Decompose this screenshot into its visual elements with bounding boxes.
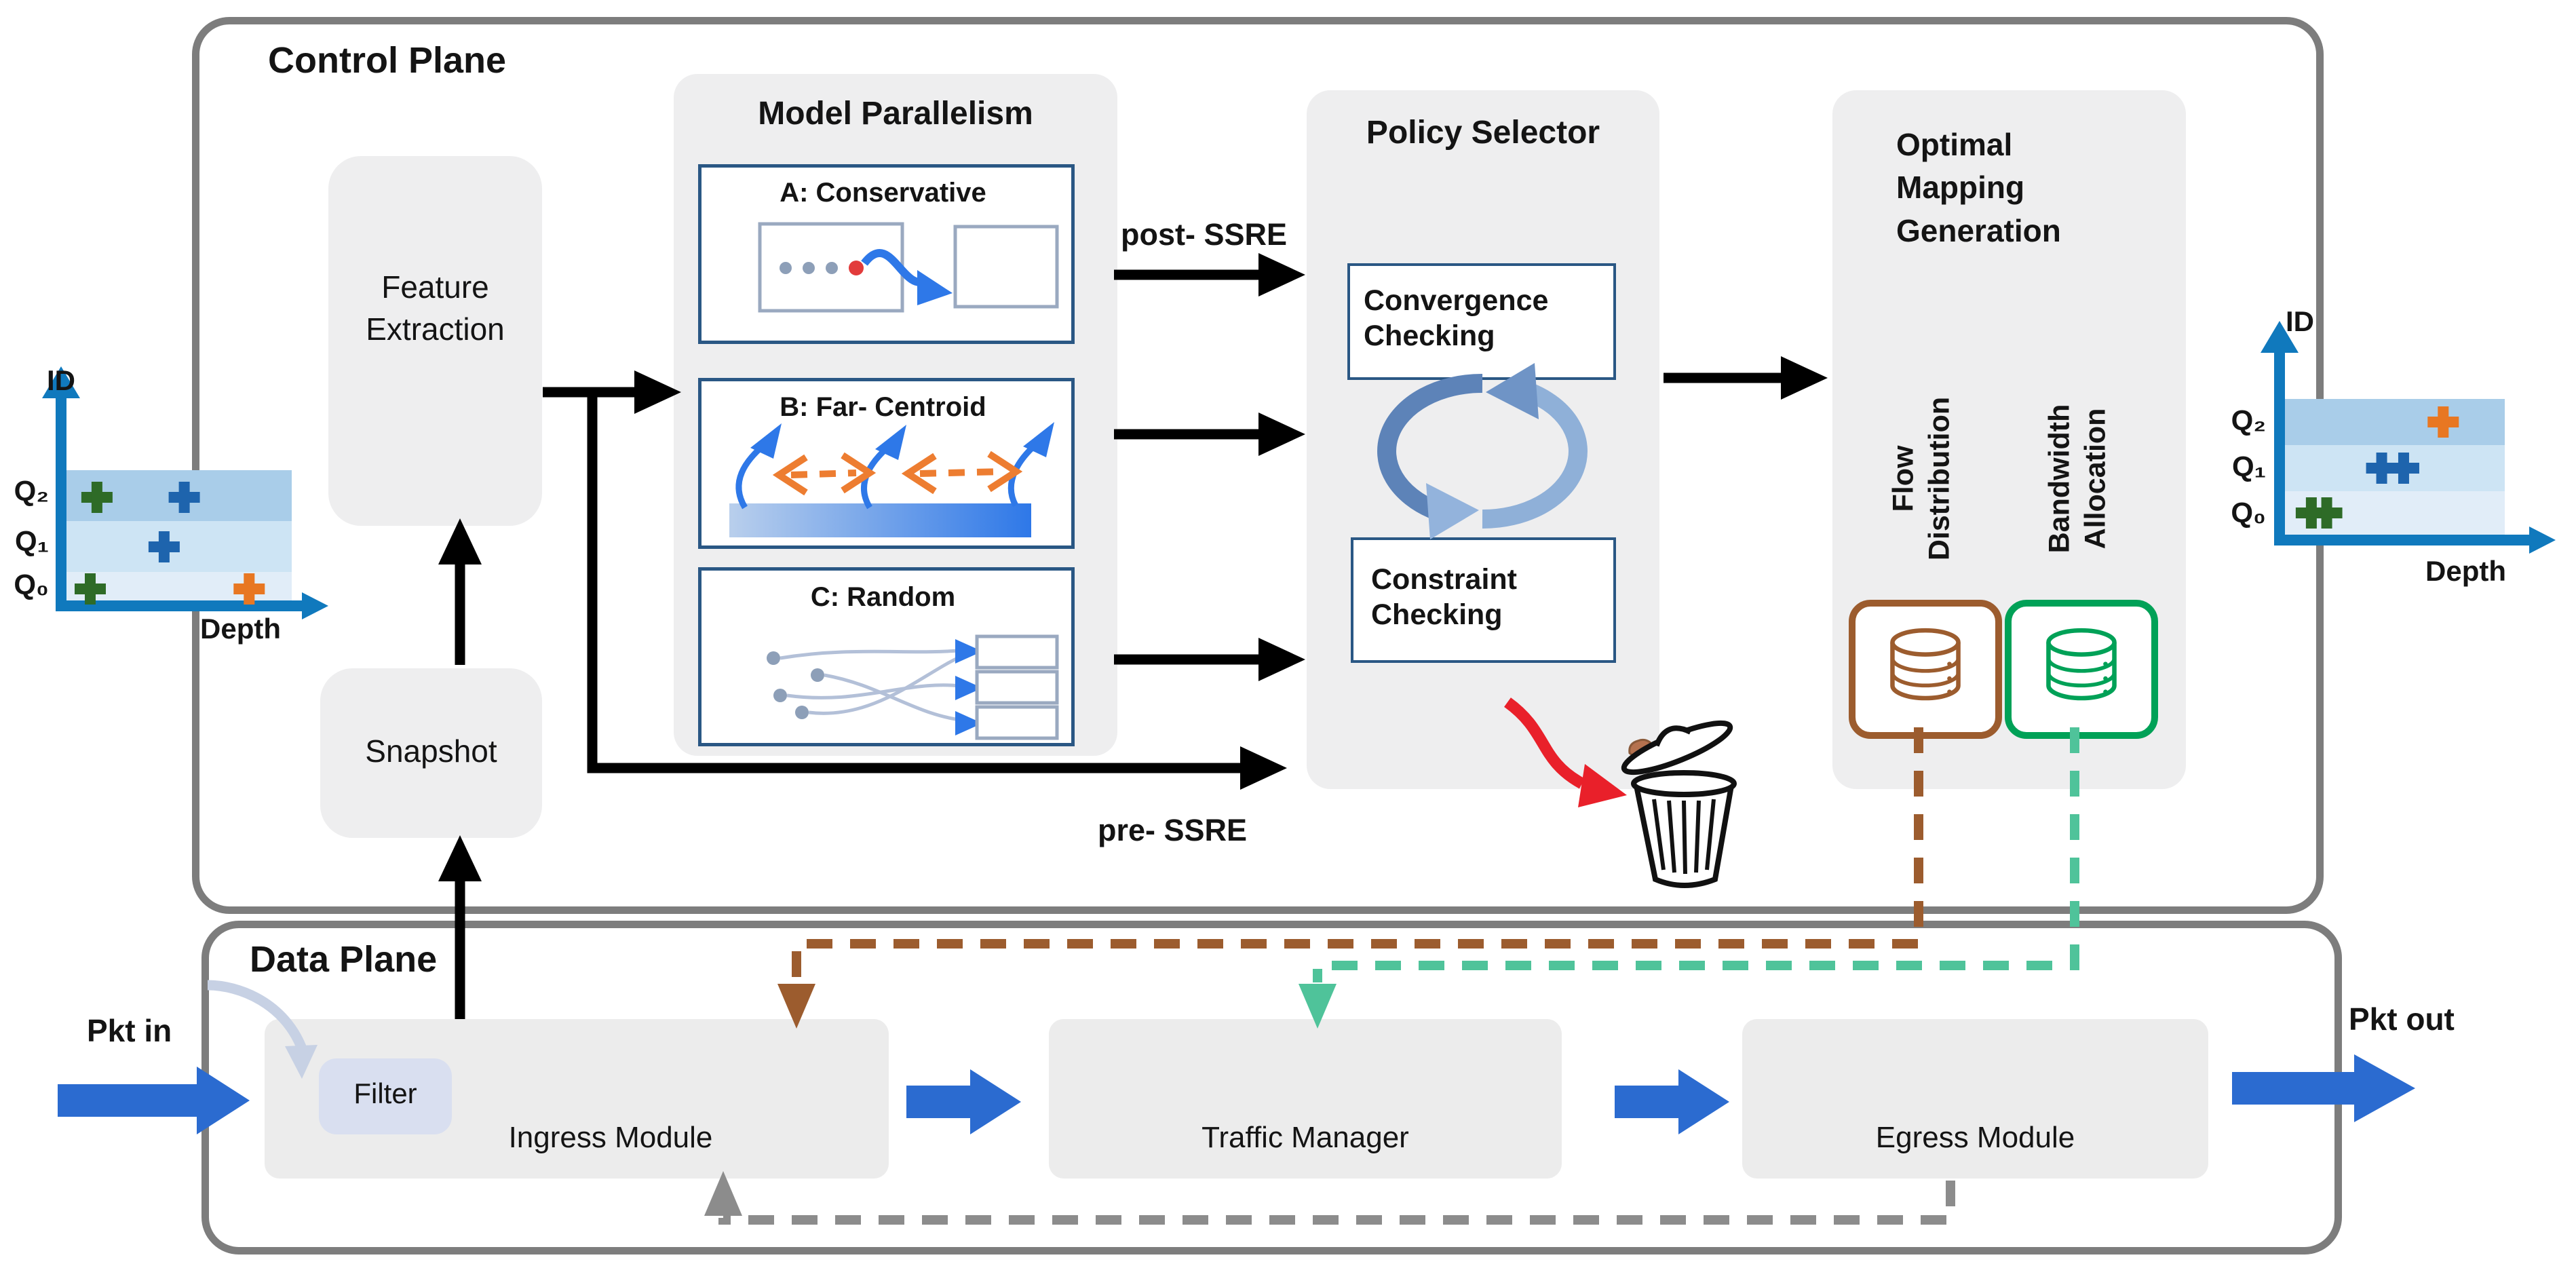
snapshot-box xyxy=(320,668,542,838)
egress-module-label: Egress Module xyxy=(1875,1121,2075,1154)
database-icon xyxy=(1890,628,1961,700)
feature-extraction-label: Feature Extraction xyxy=(366,269,505,347)
constraint-checking-label: Constraint Checking xyxy=(1371,562,1517,631)
option-c-label: C: Random xyxy=(810,582,956,612)
snapshot-label: Snapshot xyxy=(365,733,497,769)
option-b-label: B: Far- Centroid xyxy=(780,392,986,422)
convergence-checking-label: Convergence Checking xyxy=(1364,284,1549,352)
traffic-manager-box xyxy=(1049,1019,1562,1179)
bandwidth-allocation-label: Bandwidth Allocation xyxy=(2043,404,2111,554)
optimal-mapping-title: Optimal Mapping Generation xyxy=(1896,127,2061,248)
pre-ssre-label: pre- SSRE xyxy=(1098,813,1248,847)
database-icon xyxy=(2046,628,2117,700)
right-chart-q0-label: Q₀ xyxy=(2231,497,2266,529)
policy-selector-title: Policy Selector xyxy=(1366,115,1600,151)
ingress-module-label: Ingress Module xyxy=(508,1121,713,1154)
flow-distribution-db-box xyxy=(1849,600,2002,739)
right-chart-id-axis-label: ID xyxy=(2286,305,2314,337)
feature-extraction-box xyxy=(328,156,542,526)
bandwidth-allocation-db-box xyxy=(2005,600,2158,739)
option-a-label: A: Conservative xyxy=(780,178,986,208)
flow-distribution-label: Flow Distribution xyxy=(1887,396,1955,561)
filter-label: Filter xyxy=(353,1077,417,1109)
left-chart-depth-axis-label: Depth xyxy=(200,613,281,645)
pkt-out-label: Pkt out xyxy=(2349,1001,2455,1037)
control-plane-title: Control Plane xyxy=(268,40,507,81)
data-plane-title: Data Plane xyxy=(250,939,438,980)
filter-box xyxy=(319,1058,452,1134)
egress-module-box xyxy=(1742,1019,2208,1179)
policy-selector-panel xyxy=(1307,90,1659,789)
right-chart-depth-axis-label: Depth xyxy=(2425,555,2506,587)
constraint-checking-box xyxy=(1351,537,1616,663)
left-chart-q0-label: Q₀ xyxy=(14,569,49,600)
pkt-in-label: Pkt in xyxy=(87,1013,172,1048)
left-chart-id-axis-label: ID xyxy=(47,364,75,396)
right-chart-q1-label: Q₁ xyxy=(2231,451,2266,482)
left-chart-q1-label: Q₁ xyxy=(14,525,49,557)
convergence-checking-box xyxy=(1347,263,1616,380)
traffic-manager-label: Traffic Manager xyxy=(1202,1121,1409,1154)
left-chart-q2-label: Q₂ xyxy=(14,475,49,507)
right-chart-q2-label: Q₂ xyxy=(2231,404,2266,436)
model-parallelism-title: Model Parallelism xyxy=(758,96,1033,132)
post-ssre-label: post- SSRE xyxy=(1121,217,1288,252)
